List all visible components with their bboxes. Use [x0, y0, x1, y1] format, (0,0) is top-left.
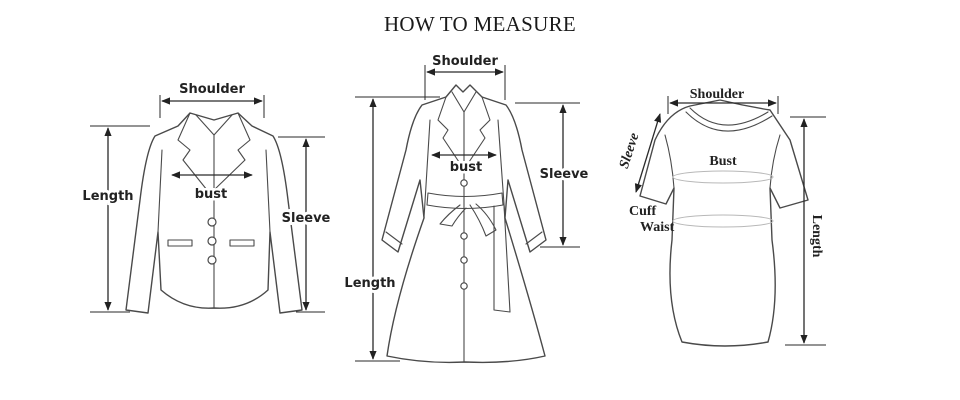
- coat-button: [460, 232, 468, 240]
- coat-button: [460, 282, 468, 290]
- coat-sleeve-label: Sleeve: [540, 167, 589, 182]
- dress-sleeve-arrow: [634, 113, 662, 193]
- jacket-button: [207, 236, 217, 246]
- jacket-shoulder-label: Shoulder: [179, 82, 245, 97]
- jacket-length-label: Length: [82, 189, 133, 204]
- jacket-button: [207, 217, 217, 227]
- dress-shoulder-label: Shoulder: [690, 87, 744, 102]
- coat-illustration: [381, 84, 547, 364]
- jacket-bust-label: bust: [195, 187, 228, 202]
- dress-length-label: Length: [809, 215, 824, 258]
- jacket-illustration: [125, 112, 303, 314]
- coat-shoulder-label: Shoulder: [432, 54, 498, 69]
- jacket-button: [207, 255, 217, 265]
- coat-button: [460, 256, 468, 264]
- coat-bust-label: bust: [450, 160, 483, 175]
- page-title: HOW TO MEASURE: [383, 12, 577, 36]
- dress-bust-label: Bust: [709, 154, 737, 169]
- coat-button: [460, 179, 468, 187]
- dress-waist-label: Waist: [640, 220, 675, 235]
- dress-illustration: [639, 99, 809, 347]
- dress-cuff-label: Cuff: [629, 204, 657, 219]
- jacket-sleeve-label: Sleeve: [282, 211, 331, 226]
- coat-length-label: Length: [344, 276, 395, 291]
- dress-sleeve-label: Sleeve: [617, 131, 643, 170]
